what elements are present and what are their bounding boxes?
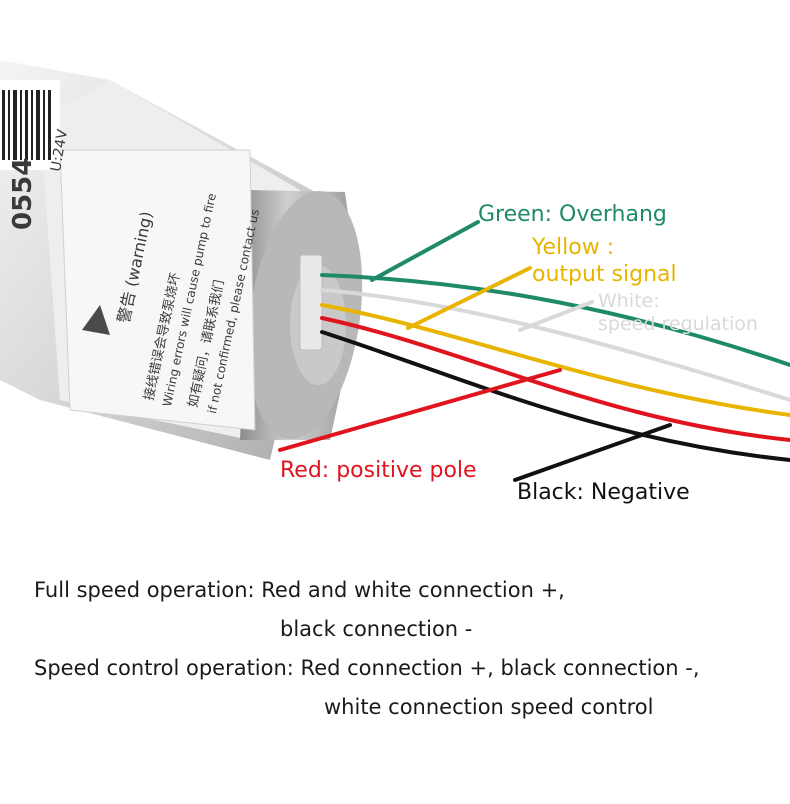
white-wire-label-line1: White: <box>598 290 660 312</box>
note-full-speed-line1: Full speed operation: Red and white conn… <box>34 578 565 602</box>
black-wire <box>320 330 790 462</box>
red-wire-label: Red: positive pole <box>280 458 477 483</box>
white-wire-label-line2: speed regulation <box>598 313 758 335</box>
white-wire <box>320 288 790 402</box>
white-leader-line <box>518 300 594 332</box>
yellow-leader-line <box>406 266 532 330</box>
black-leader-line <box>513 423 672 482</box>
black-wire-label: Black: Negative <box>517 480 690 505</box>
note-speed-control-line2: white connection speed control <box>324 695 654 719</box>
warning-sticker <box>59 149 256 431</box>
sticker-model-code: 0554 <box>8 157 38 230</box>
note-speed-control-line1: Speed control operation: Red connection … <box>34 656 700 680</box>
note-full-speed-line2: black connection - <box>280 617 473 641</box>
leader-lines <box>278 220 672 482</box>
yellow-wire-label-line1: Yellow : <box>532 235 615 260</box>
red-leader-line <box>278 368 562 452</box>
yellow-wire <box>320 303 790 417</box>
warning-triangle-icon <box>82 305 110 335</box>
green-leader-line <box>370 220 480 282</box>
barcode <box>0 80 60 170</box>
wires <box>320 273 790 462</box>
red-wire <box>320 316 790 442</box>
yellow-wire-label-line2: output signal <box>532 262 677 287</box>
green-wire-label: Green: Overhang <box>478 202 667 227</box>
